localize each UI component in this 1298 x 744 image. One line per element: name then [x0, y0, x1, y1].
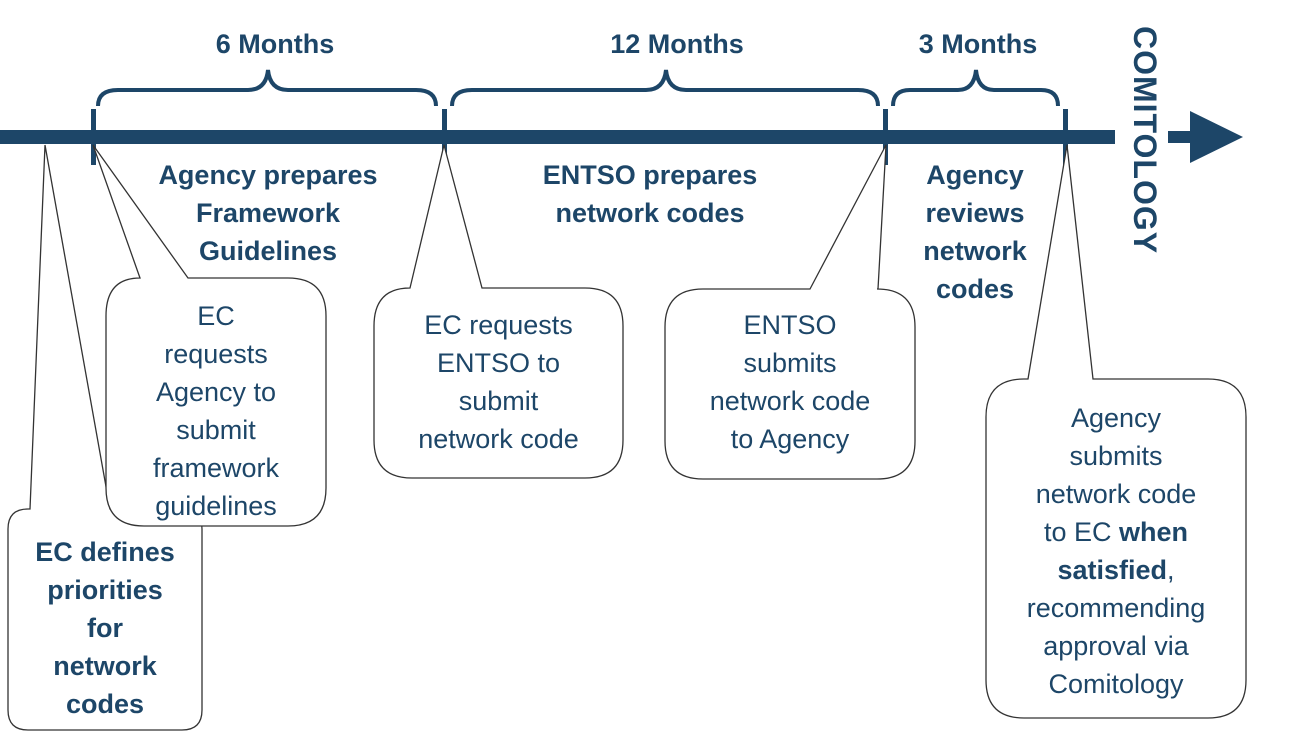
callout-shape-4	[664, 144, 916, 480]
callout-text-satisfied: satisfied	[1057, 555, 1168, 585]
brace-6-months	[96, 69, 438, 107]
duration-12-months: 12 Months	[610, 29, 744, 59]
duration-3-months: 3 Months	[918, 29, 1038, 59]
callout-shape-3	[373, 144, 624, 479]
comitology-label: COMITOLOGY	[1127, 26, 1163, 255]
callout-agency-submits: Agency submits network code to EC when s…	[1026, 403, 1206, 699]
milestone-tick-3	[883, 109, 888, 165]
arrow-shaft	[1168, 131, 1196, 143]
milestone-tick-4	[1063, 109, 1068, 165]
milestone-tick-2	[442, 109, 447, 165]
brace-3-months	[891, 69, 1060, 107]
timeline-bar	[0, 130, 1115, 144]
callout-text-when: when	[1119, 517, 1189, 547]
duration-6-months: 6 Months	[215, 29, 335, 59]
callout-text-comma: ,	[1167, 555, 1175, 585]
arrow-head	[1190, 111, 1243, 163]
callout-shape-2	[92, 144, 327, 527]
brace-12-months	[450, 69, 880, 107]
callout-text-to-ec: to EC	[1043, 517, 1119, 547]
milestone-tick-1	[91, 109, 96, 165]
callout-shape-5	[985, 144, 1247, 719]
